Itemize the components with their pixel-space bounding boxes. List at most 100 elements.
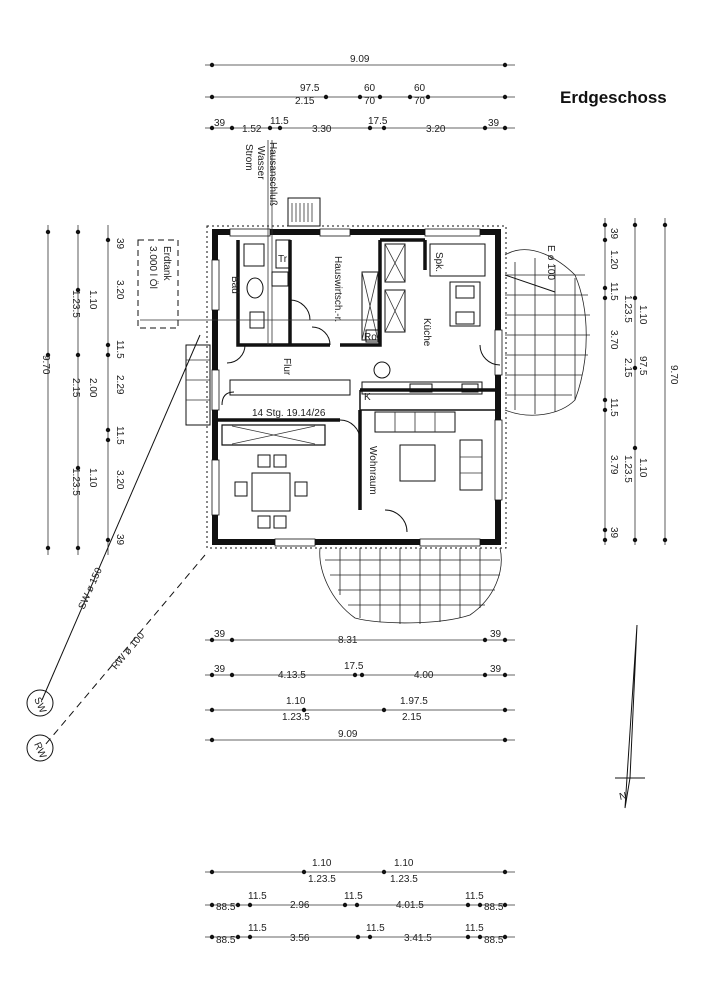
dim-right-975: 97.5 — [637, 356, 648, 376]
dim-right-115b: 11.5 — [608, 398, 619, 417]
dim-left-320a: 3.20 — [114, 280, 125, 300]
dim-bottom-215: 2.15 — [402, 712, 422, 723]
north-label: N — [618, 791, 627, 803]
dim-footer-115f: 11.5 — [465, 923, 484, 934]
erdtank-capacity: 3.000 l Öl — [147, 246, 159, 289]
dim-left-229: 2.29 — [114, 375, 125, 395]
dim-left-110b: 1.10 — [87, 468, 98, 488]
dim-left-1235b: 1.23.5 — [70, 468, 81, 496]
dim-left-115b: 11.5 — [114, 426, 125, 445]
room-label-spk: Spk. — [433, 252, 444, 272]
dim-top-175: 17.5 — [368, 116, 388, 127]
interior-walls — [218, 238, 501, 533]
dim-top-330: 3.30 — [312, 124, 332, 135]
dim-bottom-831: 8.31 — [338, 635, 358, 646]
room-labels: Bad Strom Wasser Hausanschluß Hauswirtsc… — [229, 142, 444, 495]
room-label-bad: Bad — [229, 276, 240, 294]
dim-bottom-39a: 39 — [214, 629, 226, 640]
dim-bottom-110: 1.10 — [286, 696, 306, 707]
dim-left-39a: 39 — [114, 238, 125, 250]
dim-right-110b: 1.10 — [637, 458, 648, 478]
terrace-south — [319, 547, 502, 624]
room-label-hauswirtschaft: Hauswirtsch.-r. — [332, 256, 343, 322]
dim-footer-3415: 3.41.5 — [404, 933, 432, 944]
dim-top-total: 9.09 — [350, 54, 370, 65]
terrace-east — [504, 249, 590, 416]
dim-bottom-39d: 39 — [490, 664, 502, 675]
dim-bottom-400: 4.00 — [414, 670, 434, 681]
dim-footer-115e: 11.5 — [366, 923, 385, 934]
dim-right-370: 3.70 — [608, 330, 619, 350]
page-title: Erdgeschoss — [560, 88, 667, 107]
dim-footer-1235b: 1.23.5 — [390, 874, 418, 885]
dim-footer-110b: 1.10 — [394, 858, 414, 869]
dim-right-1235b: 1.23.5 — [622, 455, 633, 483]
dim-top-39b: 39 — [488, 118, 500, 129]
dim-top-215: 2.15 — [295, 96, 315, 107]
dim-footer-115d: 11.5 — [248, 923, 267, 934]
room-label-kueche: Küche — [421, 318, 432, 347]
label-tr: Tr — [278, 254, 288, 265]
dim-footer-885b: 88.5 — [484, 902, 504, 913]
dim-right-215: 2.15 — [622, 358, 633, 378]
fixtures — [140, 140, 486, 529]
dim-right-total: 9.70 — [668, 365, 679, 385]
room-label-flur: Flur — [281, 358, 292, 376]
dim-footer-115c: 11.5 — [465, 891, 484, 902]
dim-right-39b: 39 — [608, 527, 619, 539]
dim-top-60b: 60 — [414, 83, 426, 94]
dim-footer-115a: 11.5 — [248, 891, 267, 902]
right-dimensions: 39 1.20 11.5 1.10 1.23.5 3.70 97.5 2.15 … — [602, 218, 679, 545]
dim-left-total: 9.70 — [40, 355, 51, 375]
dim-footer-296: 2.96 — [290, 900, 310, 911]
bottom-dimensions: 39 8.31 39 39 4.13.5 17.5 4.00 39 1.10 1… — [205, 629, 515, 743]
house-walls — [206, 197, 507, 549]
dim-bottom-total: 9.09 — [338, 729, 358, 740]
dim-footer-4015: 4.01.5 — [396, 900, 424, 911]
dim-right-120: 1.20 — [608, 250, 619, 270]
erdtank: Erdtank 3.000 l Öl — [137, 239, 179, 329]
dim-bottom-175: 17.5 — [344, 661, 364, 672]
dim-top-975: 97.5 — [300, 83, 320, 94]
dim-left-1235a: 1.23.5 — [70, 290, 81, 318]
dim-left-39b: 39 — [114, 534, 125, 546]
dim-top-39a: 39 — [214, 118, 226, 129]
dim-left-115a: 11.5 — [114, 340, 125, 359]
dim-footer-356: 3.56 — [290, 933, 310, 944]
dim-bottom-1975: 1.97.5 — [400, 696, 428, 707]
top-dimensions: 9.09 97.5 2.15 60 70 60 70 39 1.52 11.5 … — [205, 54, 515, 135]
footer-dimensions: 1.10 1.23.5 1.10 1.23.5 88.5 11.5 2.96 1… — [205, 858, 515, 946]
dim-footer-885a: 88.5 — [216, 902, 236, 913]
dim-bottom-1235: 1.23.5 — [282, 712, 310, 723]
room-label-wohnraum: Wohnraum — [367, 446, 378, 495]
dim-top-152: 1.52 — [242, 124, 262, 135]
dim-right-39a: 39 — [608, 228, 619, 240]
dim-right-379: 3.79 — [608, 455, 619, 475]
dim-right-110a: 1.10 — [637, 305, 648, 325]
erdtank-title: Erdtank — [161, 246, 172, 281]
label-k: K — [364, 392, 371, 403]
dim-top-115: 11.5 — [270, 116, 289, 127]
pipe-sw-label: SW ø 150 — [77, 566, 105, 611]
label-wasser: Wasser — [255, 146, 266, 180]
dim-footer-110a: 1.10 — [312, 858, 332, 869]
dim-bottom-39b: 39 — [490, 629, 502, 640]
dim-footer-115b: 11.5 — [344, 891, 363, 902]
dim-left-110a: 1.10 — [87, 290, 98, 310]
dim-left-215: 2.15 — [70, 378, 81, 398]
label-ro: Ro — [364, 332, 377, 343]
dim-footer-885c: 88.5 — [216, 935, 236, 946]
pipe-e-label: E ø 100 — [545, 245, 556, 280]
dim-right-115a: 11.5 — [608, 282, 619, 301]
dim-top-60a: 60 — [364, 83, 376, 94]
north-arrow: N — [615, 624, 645, 809]
label-strom: Strom — [243, 144, 254, 171]
label-hausanschluss: Hausanschluß — [267, 142, 278, 206]
dim-top-70a: 70 — [364, 96, 376, 107]
dim-left-200: 2.00 — [87, 378, 98, 398]
dim-footer-885d: 88.5 — [484, 935, 504, 946]
marker-sw: SW — [31, 696, 48, 716]
left-dimensions: 39 3.20 1.10 1.23.5 11.5 2.29 2.00 2.15 … — [40, 225, 125, 555]
dim-bottom-4135: 4.13.5 — [278, 670, 306, 681]
